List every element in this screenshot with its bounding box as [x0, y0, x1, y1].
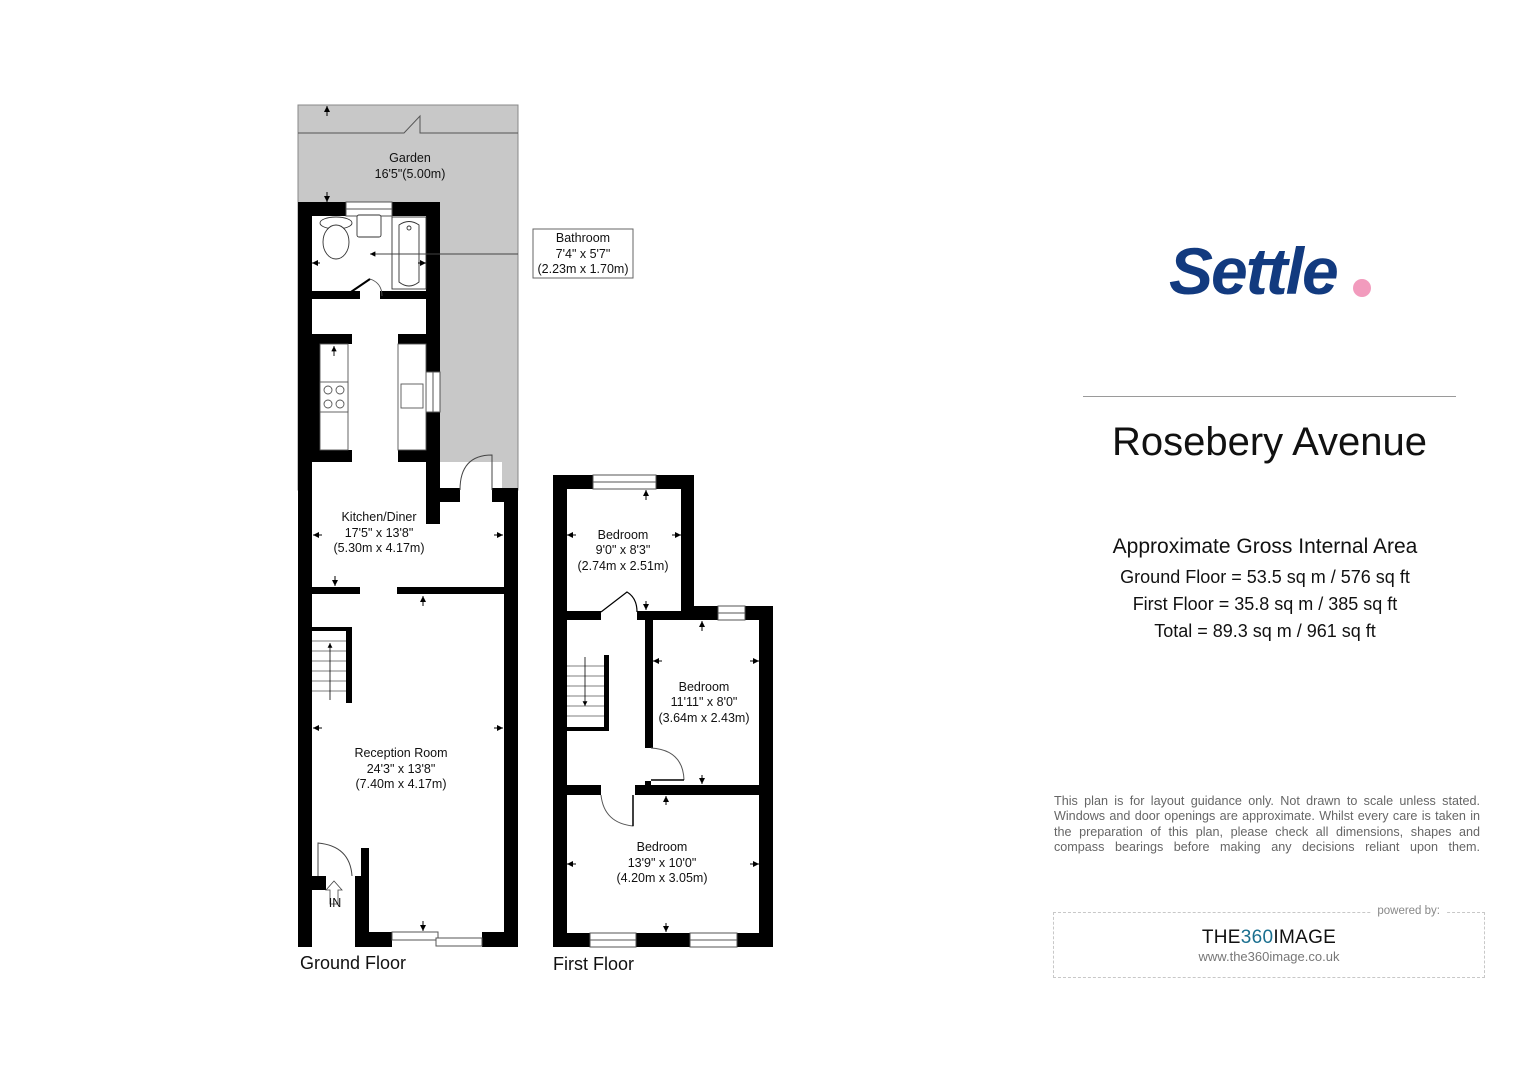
dimension-arrows — [313, 532, 503, 931]
sink-icon — [400, 383, 424, 409]
bathroom-callout: Bathroom 7'4" x 5'7" (2.23m x 1.70m) — [532, 228, 634, 279]
window-icon — [589, 474, 746, 948]
bathroom-fixtures — [319, 214, 427, 297]
reception-name: Reception Room — [354, 746, 447, 760]
area-first-floor: First Floor = 35.8 sq m / 385 sq ft — [1132, 594, 1398, 614]
brand-suffix: IMAGE — [1273, 927, 1337, 948]
kitchen-dimensions-imperial: 17'5" x 13'8" — [345, 526, 414, 540]
bedroom2-dimensions-metric: (3.64m x 2.43m) — [658, 711, 749, 725]
ground-floor-label: Ground Floor — [300, 953, 407, 973]
property-address: Rosebery Avenue — [1111, 420, 1428, 464]
kitchen-name: Kitchen/Diner — [341, 510, 416, 524]
disclaimer-text: This plan is for layout guidance only. N… — [1054, 794, 1480, 854]
back-door-swing-icon — [459, 454, 493, 491]
reception-dimensions-imperial: 24'3" x 13'8" — [367, 762, 436, 776]
settle-logo: Settle — [1169, 234, 1371, 308]
toilet-bowl-icon — [322, 224, 350, 260]
bedroom1-name: Bedroom — [598, 528, 649, 542]
brand-prefix: THE — [1201, 927, 1241, 948]
reception-dimensions-metric: (7.40m x 4.17m) — [355, 777, 446, 791]
kitchen-dimensions-metric: (5.30m x 4.17m) — [333, 541, 424, 555]
area-ground-floor: Ground Floor = 53.5 sq m / 576 sq ft — [1120, 567, 1410, 587]
bedroom1-dimensions-metric: (2.74m x 2.51m) — [577, 559, 668, 573]
bedroom1-door-icon — [600, 591, 638, 613]
bedroom3-dimensions-metric: (4.20m x 3.05m) — [616, 871, 707, 885]
stairs-icon — [312, 640, 346, 700]
window-icon — [345, 201, 483, 947]
first-floor-label: First Floor — [553, 954, 634, 974]
front-door-swing-icon — [317, 842, 353, 877]
basin-icon — [356, 214, 382, 238]
bedroom3-name: Bedroom — [637, 840, 688, 854]
garden-name: Garden — [389, 151, 431, 165]
garden-break-line — [298, 114, 518, 134]
logo-dot-icon — [1353, 279, 1371, 297]
stairs-icon — [567, 657, 604, 717]
first-floor-plan: Bedroom 9'0" x 8'3" (2.74m x 2.51m) Bedr… — [553, 474, 773, 948]
brand-accent: 360 — [1240, 927, 1274, 948]
logo-text: Settle — [1169, 234, 1337, 308]
hob-icon — [319, 381, 349, 413]
bathroom-name: Bathroom — [556, 231, 610, 245]
entrance-arrow-icon — [325, 880, 343, 905]
the360image-brand: THE360IMAGE — [1054, 927, 1484, 949]
garden-dimensions: 16'5"(5.00m) — [375, 167, 446, 181]
entrance-label: IN — [329, 896, 342, 910]
kitchen-fixtures — [319, 343, 427, 451]
header-divider — [1083, 396, 1456, 397]
bedroom2-name: Bedroom — [679, 680, 730, 694]
door-icon — [344, 278, 371, 297]
powered-by-box: powered by: THE360IMAGE www.the360image.… — [1053, 905, 1485, 978]
bedroom2-door-swing-icon — [650, 747, 685, 781]
dimension-arrows — [567, 490, 759, 932]
door-swing-icon — [369, 278, 383, 297]
bathroom-dimensions-metric: (2.23m x 1.70m) — [537, 262, 628, 276]
bathroom-dimensions-imperial: 7'4" x 5'7" — [556, 247, 611, 261]
area-total: Total = 89.3 sq m / 961 sq ft — [1154, 621, 1376, 641]
powered-by-label: powered by: — [1371, 905, 1446, 917]
area-title: Approximate Gross Internal Area — [1112, 535, 1418, 558]
bedroom1-dimensions-imperial: 9'0" x 8'3" — [596, 543, 651, 557]
bedroom2-dimensions-imperial: 11'11" x 8'0" — [671, 695, 738, 709]
ground-floor-walls — [298, 202, 518, 947]
brand-url-link[interactable]: www.the360image.co.uk — [1198, 949, 1340, 964]
ground-floor-plan: Garden 16'5"(5.00m) — [297, 104, 634, 947]
bedroom3-dimensions-imperial: 13'9" x 10'0" — [628, 856, 697, 870]
first-floor-walls — [553, 475, 773, 947]
